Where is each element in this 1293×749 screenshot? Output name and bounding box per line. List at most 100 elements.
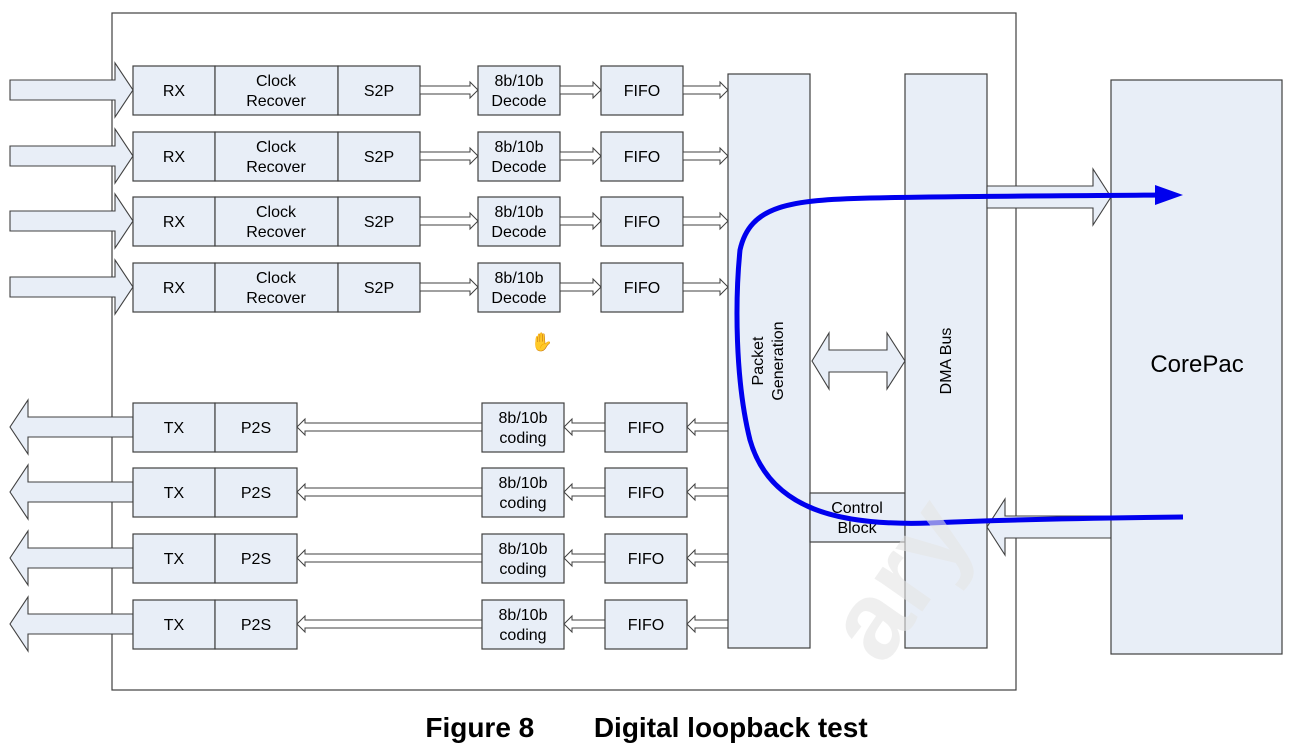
packet-to-fifo-arrow bbox=[686, 482, 729, 502]
fifo-label: FIFO bbox=[628, 617, 664, 634]
figure-caption: Figure 8 Digital loopback test bbox=[0, 712, 1293, 744]
decode-to-fifo-arrow bbox=[559, 211, 602, 231]
s2p-label: S2P bbox=[364, 83, 394, 100]
tx-lane: TX P2S 8b/10b coding FIFO bbox=[9, 595, 729, 653]
fifo-block bbox=[600, 65, 684, 116]
fifo-label: FIFO bbox=[628, 551, 664, 568]
decode-to-fifo-arrow bbox=[559, 277, 602, 297]
clock-recover-label-2: Recover bbox=[246, 159, 306, 176]
decode-label-2: Decode bbox=[491, 290, 546, 307]
corepac-block bbox=[1110, 79, 1283, 655]
decode-label-1: 8b/10b bbox=[495, 204, 544, 221]
packet-generation-block bbox=[727, 73, 811, 649]
tx-label: TX bbox=[164, 485, 185, 502]
s2p-to-decode-arrow bbox=[419, 211, 479, 231]
rx-input-arrow bbox=[9, 127, 134, 185]
coding-block bbox=[481, 599, 565, 650]
s2p-to-decode-arrow bbox=[419, 277, 479, 297]
coding-label-2: coding bbox=[499, 627, 546, 644]
rx-block bbox=[132, 65, 216, 116]
coding-label-2: coding bbox=[499, 430, 546, 447]
rx-label: RX bbox=[163, 83, 186, 100]
packet-to-fifo-arrow bbox=[686, 614, 729, 634]
fifo-label: FIFO bbox=[624, 214, 660, 231]
fifo-label: FIFO bbox=[624, 83, 660, 100]
rx-lane: RX Clock Recover S2P 8b/10b Decode FIFO bbox=[9, 61, 729, 119]
fifo-block bbox=[600, 262, 684, 313]
coding-to-p2s-arrow bbox=[296, 482, 483, 502]
tx-lane: TX P2S 8b/10b coding FIFO bbox=[9, 463, 729, 521]
coding-block bbox=[481, 402, 565, 453]
decode-label-1: 8b/10b bbox=[495, 139, 544, 156]
p2s-block bbox=[214, 402, 298, 453]
packet-generation-label-1: Packet bbox=[750, 336, 767, 385]
p2s-block bbox=[214, 467, 298, 518]
s2p-to-decode-arrow bbox=[419, 146, 479, 166]
p2s-label: P2S bbox=[241, 485, 271, 502]
rx-label: RX bbox=[163, 149, 186, 166]
fifo-to-packet-arrow bbox=[682, 211, 729, 231]
fifo-label: FIFO bbox=[624, 280, 660, 297]
figure-title: Digital loopback test bbox=[593, 712, 868, 743]
p2s-block bbox=[214, 533, 298, 584]
hand-cursor-icon: ✋ bbox=[531, 331, 553, 353]
rx-label: RX bbox=[163, 280, 186, 297]
clock-recover-label-1: Clock bbox=[256, 204, 297, 221]
coding-label-1: 8b/10b bbox=[499, 607, 548, 624]
decode-label-1: 8b/10b bbox=[495, 73, 544, 90]
clock-recover-block bbox=[214, 196, 339, 247]
fifo-to-packet-arrow bbox=[682, 146, 729, 166]
coding-block bbox=[481, 533, 565, 584]
fifo-block bbox=[600, 131, 684, 182]
tx-label: TX bbox=[164, 420, 185, 437]
coding-label-2: coding bbox=[499, 561, 546, 578]
tx-output-arrow bbox=[9, 463, 134, 521]
packet-to-fifo-arrow bbox=[686, 548, 729, 568]
p2s-label: P2S bbox=[241, 617, 271, 634]
clock-recover-block bbox=[214, 262, 339, 313]
dma-bus-block bbox=[904, 73, 988, 649]
tx-label: TX bbox=[164, 551, 185, 568]
p2s-label: P2S bbox=[241, 420, 271, 437]
tx-block bbox=[132, 533, 216, 584]
s2p-block bbox=[337, 131, 421, 182]
fifo-block bbox=[600, 196, 684, 247]
s2p-label: S2P bbox=[364, 280, 394, 297]
rx-lane: RX Clock Recover S2P 8b/10b Decode FIFO bbox=[9, 192, 729, 250]
clock-recover-label-1: Clock bbox=[256, 73, 297, 90]
fifo-to-packet-arrow bbox=[682, 277, 729, 297]
tx-block bbox=[132, 402, 216, 453]
decode-block bbox=[477, 131, 561, 182]
rx-input-arrow bbox=[9, 61, 134, 119]
decode-block bbox=[477, 262, 561, 313]
s2p-block bbox=[337, 196, 421, 247]
figure-number: Figure 8 bbox=[425, 712, 535, 743]
fifo-to-coding-arrow bbox=[563, 417, 606, 437]
rx-input-arrow bbox=[9, 258, 134, 316]
rx-lane: RX Clock Recover S2P 8b/10b Decode FIFO bbox=[9, 127, 729, 185]
rx-input-arrow bbox=[9, 192, 134, 250]
clock-recover-label-1: Clock bbox=[256, 139, 297, 156]
coding-label-1: 8b/10b bbox=[499, 475, 548, 492]
clock-recover-block bbox=[214, 131, 339, 182]
packet-dma-double-arrow bbox=[811, 331, 906, 391]
control-block-label-1: Control bbox=[831, 500, 883, 517]
s2p-label: S2P bbox=[364, 214, 394, 231]
tx-output-arrow bbox=[9, 398, 134, 456]
packet-generation-label-2: Generation bbox=[770, 321, 787, 400]
clock-recover-label-1: Clock bbox=[256, 270, 297, 287]
s2p-label: S2P bbox=[364, 149, 394, 166]
rx-block bbox=[132, 196, 216, 247]
clock-recover-label-2: Recover bbox=[246, 93, 306, 110]
fifo-to-packet-arrow bbox=[682, 80, 729, 100]
fifo-to-coding-arrow bbox=[563, 548, 606, 568]
tx-output-arrow bbox=[9, 529, 134, 587]
p2s-label: P2S bbox=[241, 551, 271, 568]
s2p-block bbox=[337, 262, 421, 313]
fifo-block bbox=[604, 533, 688, 584]
control-block-label-2: Block bbox=[837, 520, 877, 537]
coding-to-p2s-arrow bbox=[296, 548, 483, 568]
decode-block bbox=[477, 196, 561, 247]
corepac-to-dma-arrow bbox=[986, 497, 1112, 557]
